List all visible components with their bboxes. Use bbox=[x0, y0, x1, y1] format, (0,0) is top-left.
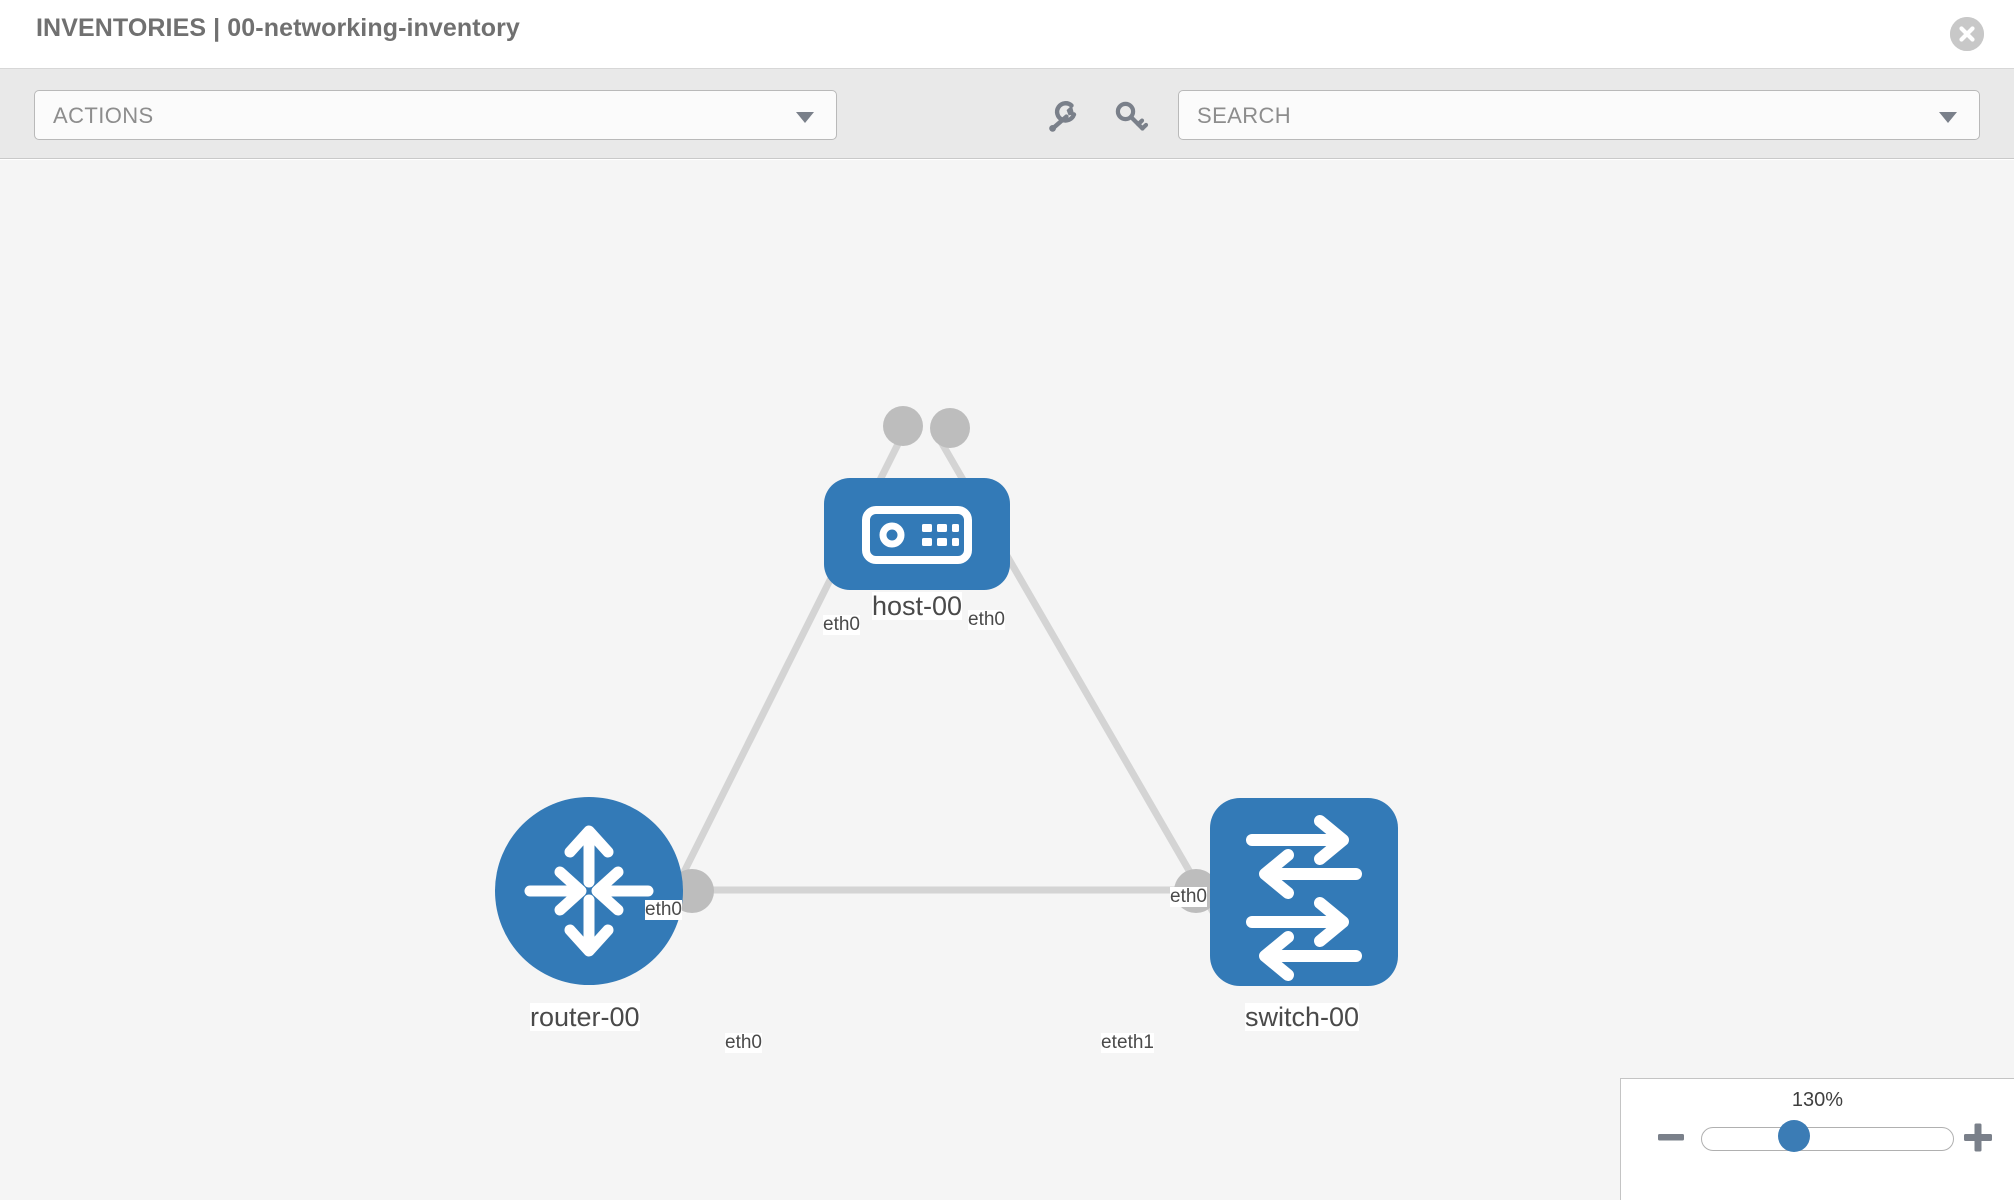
node-switch-00[interactable] bbox=[1210, 798, 1398, 986]
search-placeholder: SEARCH bbox=[1197, 103, 1292, 128]
actions-dropdown-label: ACTIONS bbox=[53, 103, 154, 128]
node-label-host-00: host-00 bbox=[872, 591, 963, 621]
node-label-switch-00: switch-00 bbox=[1245, 1002, 1360, 1032]
page-header: INVENTORIES | 00-networking-inventory bbox=[0, 0, 2014, 69]
wrench-icon[interactable] bbox=[1043, 97, 1083, 137]
zoom-control-panel: 130% bbox=[1620, 1078, 2014, 1200]
server-icon bbox=[862, 506, 972, 564]
chevron-down-icon[interactable] bbox=[1939, 112, 1957, 123]
node-label-router-00: router-00 bbox=[530, 1002, 640, 1032]
router-arrows-icon bbox=[524, 825, 654, 957]
page-title: INVENTORIES | 00-networking-inventory bbox=[36, 14, 520, 42]
toolbar: ACTIONS SEARCH bbox=[0, 69, 2014, 159]
edge-label-router-to-host: eth0 bbox=[645, 899, 682, 920]
node-host-00[interactable] bbox=[824, 478, 1010, 590]
plus-icon[interactable] bbox=[1962, 1121, 1994, 1153]
connector-host-right bbox=[930, 408, 970, 448]
switch-arrows-icon bbox=[1246, 815, 1362, 981]
chevron-down-icon bbox=[796, 112, 814, 123]
search-input[interactable]: SEARCH bbox=[1178, 90, 1980, 140]
edge-label-router-eth0: eth0 bbox=[725, 1032, 762, 1053]
edge-label-host-to-switch: eth0 bbox=[968, 609, 1005, 630]
actions-dropdown[interactable]: ACTIONS bbox=[34, 90, 837, 140]
edge-label-switch-to-host: eth0 bbox=[1170, 886, 1207, 907]
topology-graph bbox=[495, 406, 1398, 986]
edge-label-switch-eth1: eth1 bbox=[1117, 1032, 1154, 1053]
minus-icon[interactable] bbox=[1655, 1121, 1687, 1153]
edge-label-host-to-router: eth0 bbox=[823, 614, 860, 635]
topology-canvas[interactable]: host-00 router-00 switch-00 eth0 eth0 et… bbox=[0, 160, 2014, 1200]
zoom-slider-thumb[interactable] bbox=[1778, 1120, 1810, 1152]
node-router-00[interactable] bbox=[495, 797, 683, 985]
zoom-level-label: 130% bbox=[1791, 1089, 1844, 1111]
zoom-slider-track[interactable] bbox=[1701, 1127, 1954, 1151]
connector-host-left bbox=[883, 406, 923, 446]
key-icon[interactable] bbox=[1111, 97, 1151, 137]
close-icon[interactable] bbox=[1950, 17, 1984, 51]
